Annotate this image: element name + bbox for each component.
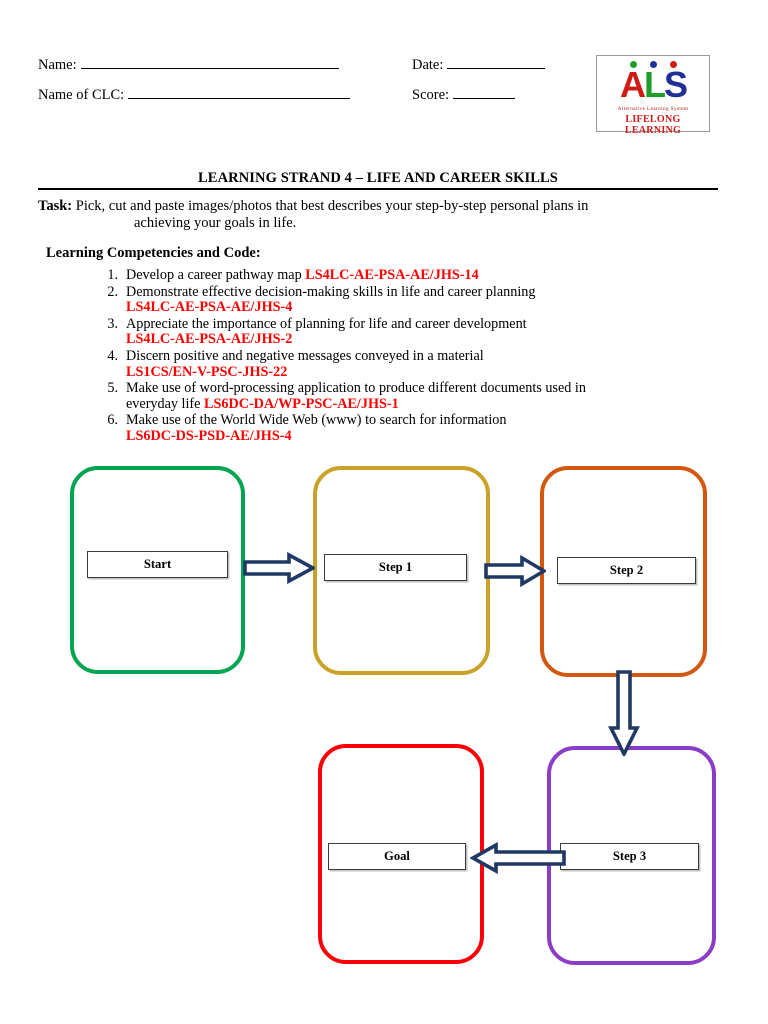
logo-dot-blue [649, 61, 657, 68]
name-input-line[interactable] [80, 56, 339, 69]
task-line-1: Pick, cut and paste images/photos that b… [75, 198, 589, 214]
flow-arrow-step2-to-step3 [608, 670, 640, 756]
competency-number: 3. [107, 315, 118, 332]
competency-text: Develop a career pathway map [126, 267, 306, 283]
competency-text: Make use of the World Wide Web (www) to … [126, 412, 507, 429]
competencies-heading: Learning Competencies and Code: [46, 245, 261, 261]
competency-number: 2. [107, 283, 118, 300]
date-label: Date: [412, 57, 444, 73]
name-row: Name: Date: [38, 56, 598, 74]
competency-number: 6. [107, 412, 118, 429]
competency-text: Demonstrate effective decision-making sk… [126, 283, 536, 300]
flow-label-step3: Step 3 [560, 843, 699, 870]
competency-number: 1. [107, 267, 118, 283]
page-title: LEARNING STRAND 4 – LIFE AND CAREER SKIL… [198, 170, 558, 186]
logo-subtitle: Alternative Learning System [617, 106, 689, 112]
flow-label-start: Start [87, 551, 228, 578]
flow-arrow-step1-to-step2 [484, 555, 546, 587]
competency-item: 6. Make use of the World Wide Web (www) t… [96, 413, 616, 444]
als-logo: ALS Alternative Learning System LIFELONG… [596, 55, 710, 136]
title-divider [38, 188, 718, 190]
task-section: Task: Pick, cut and paste images/photos … [38, 198, 598, 232]
score-input-line[interactable] [453, 86, 516, 99]
competency-code: LS4LC-AE-PSA-AE/JHS-2 [126, 331, 293, 348]
clc-row: Name of CLC: Score: [38, 86, 598, 104]
logo-letters: ALS [597, 67, 709, 103]
flow-label-step1: Step 1 [324, 554, 467, 581]
logo-tagline: LIFELONG LEARNING [624, 114, 682, 136]
competency-text: Discern positive and negative messages c… [126, 347, 484, 364]
logo-dots [597, 61, 709, 68]
competency-item: 3. Appreciate the importance of planning … [96, 315, 616, 348]
competency-text: Appreciate the importance of planning fo… [126, 315, 527, 332]
competencies-list: 1. Develop a career pathway map LS4LC-AE-… [96, 267, 616, 446]
competency-code: LS4LC-AE-PSA-AE/JHS-14 [305, 267, 479, 283]
competency-number: 4. [107, 347, 118, 364]
flow-arrow-start-to-step1 [243, 552, 315, 584]
logo-dot-green [629, 61, 637, 68]
competency-item: 4. Discern positive and negative messages… [96, 347, 616, 380]
task-line-2: achieving your goals in life. [134, 215, 297, 231]
competency-item: 2. Demonstrate effective decision-making … [96, 283, 616, 316]
competency-code: LS6DC-DS-PSD-AE/JHS-4 [126, 427, 292, 444]
clc-input-line[interactable] [128, 86, 351, 99]
competency-item: 5. Make use of word-processing applicatio… [96, 380, 616, 412]
flow-label-step2: Step 2 [557, 557, 696, 584]
competency-number: 5. [107, 380, 118, 397]
flow-arrow-step3-to-goal [470, 842, 566, 874]
name-label: Name: [38, 57, 77, 73]
competency-code: LS6DC-DA/WP-PSC-AE/JHS-1 [204, 395, 399, 412]
competency-code: LS4LC-AE-PSA-AE/JHS-4 [126, 299, 293, 316]
score-label: Score: [412, 87, 450, 103]
competency-code: LS1CS/EN-V-PSC-JHS-22 [126, 363, 288, 380]
flow-label-goal: Goal [328, 843, 466, 870]
student-identification-block: Name: Date: Name of CLC: Score: [38, 56, 598, 116]
date-input-line[interactable] [447, 56, 546, 69]
competency-item: 1. Develop a career pathway map LS4LC-AE-… [96, 267, 616, 284]
logo-letter-l: L [643, 64, 666, 105]
logo-dot-red [669, 61, 677, 68]
competency-text: Make use of word-processing application … [126, 380, 586, 412]
logo-letter-a: A [619, 64, 646, 105]
logo-letter-s: S [663, 64, 688, 105]
clc-label: Name of CLC: [38, 87, 125, 103]
task-label: Task: [38, 198, 73, 214]
